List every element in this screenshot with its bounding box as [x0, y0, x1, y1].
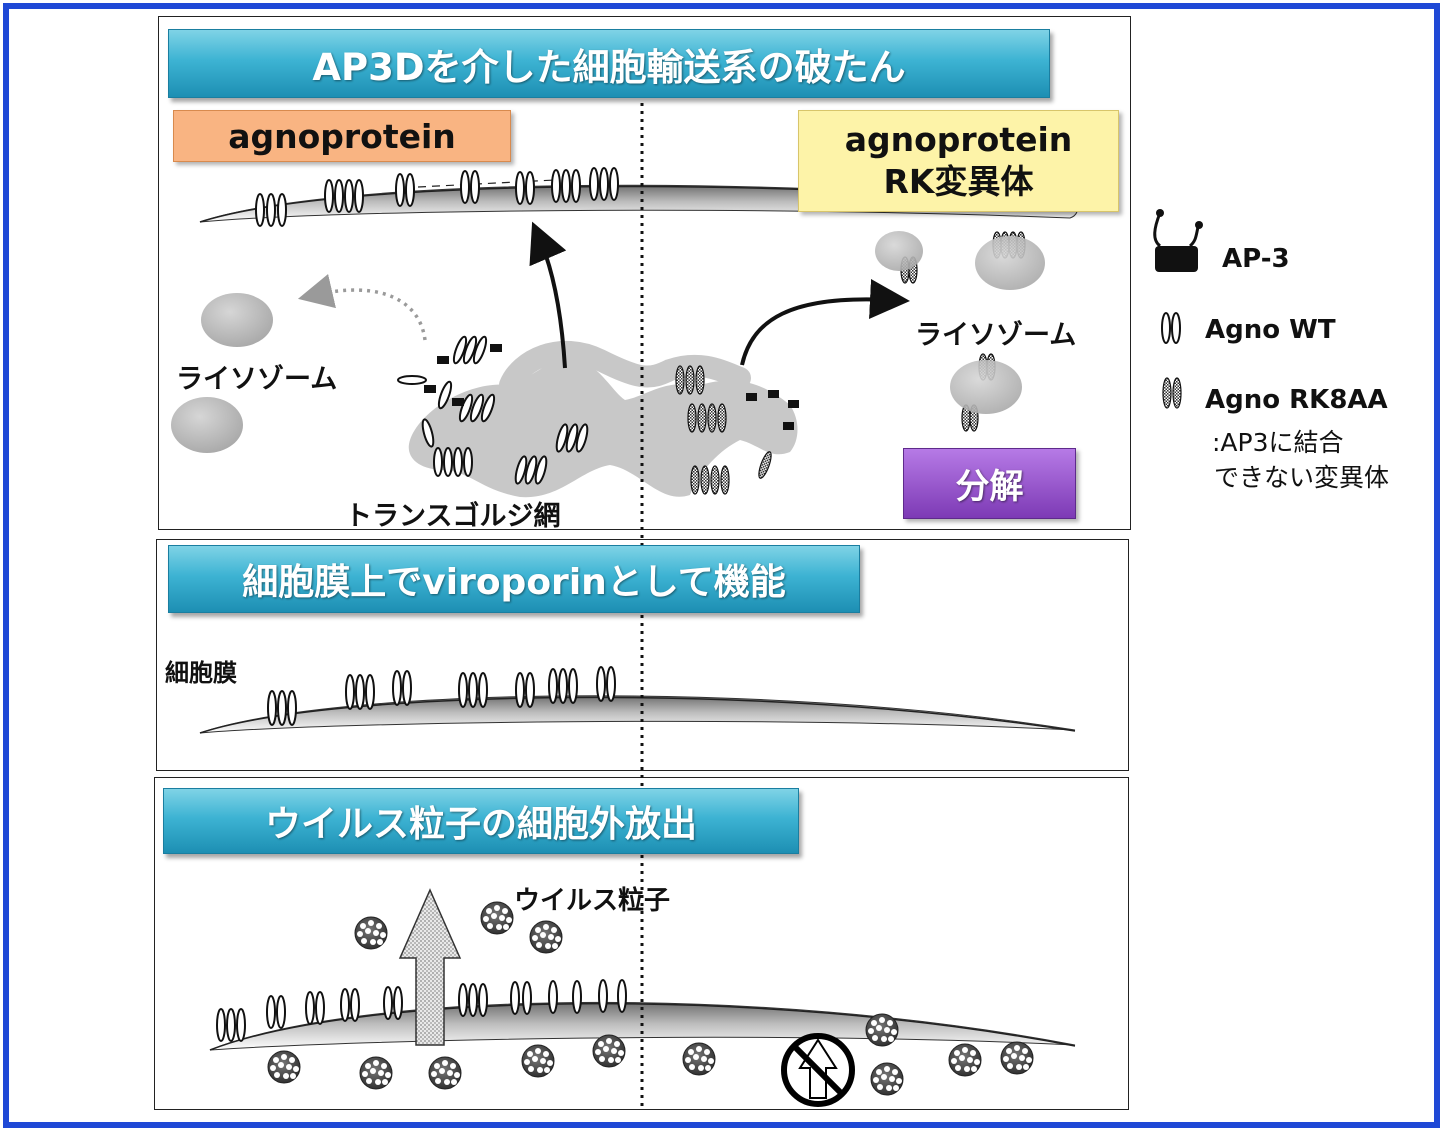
virus-particle-label: ウイルス粒子 [514, 886, 671, 916]
legend-agno-mut-note2: できない変異体 [1214, 463, 1390, 492]
legend-ap3-label: AP-3 [1222, 244, 1290, 274]
legend-agno-mut-label: Agno RK8AA [1205, 385, 1388, 415]
agnoprotein-mutant-line2: RK変異体 [883, 162, 1034, 201]
legend-agno-mut-note1: :AP3に結合 [1212, 428, 1344, 457]
release-title-banner: ウイルス粒子の細胞外放出 [163, 788, 799, 854]
lysosome-left-1 [201, 293, 273, 347]
membrane-label: 細胞膜 [165, 659, 237, 687]
trafficking-title-banner: AP3Dを介した細胞輸送系の破たん [168, 29, 1050, 98]
agnoprotein-mutant-tag: agnoprotein RK変異体 [798, 110, 1119, 212]
tgn-label: トランスゴルジ網 [345, 501, 561, 532]
lysosome-right-1 [875, 231, 923, 271]
no-release-icon [781, 1033, 855, 1107]
viroporin-title-banner: 細胞膜上でviroporinとして機能 [168, 545, 860, 613]
legend-ap3-icon [1153, 209, 1203, 272]
outer-frame [3, 3, 1440, 1128]
agnoprotein-mutant-line1: agnoprotein [844, 120, 1073, 159]
degradation-tag: 分解 [903, 448, 1076, 519]
legend-agno-wt-label: Agno WT [1205, 315, 1336, 345]
lysosome-right-2 [975, 236, 1045, 290]
lysosome-left-2 [171, 397, 243, 453]
legend-agno-wt-icon [1161, 312, 1181, 344]
lysosome-right-label: ライソゾーム [915, 320, 1077, 351]
legend-agno-mut-icon [1162, 377, 1182, 409]
lysosome-left-label: ライソゾーム [176, 364, 338, 395]
lysosome-right-3 [950, 360, 1022, 414]
agnoprotein-wt-tag: agnoprotein [173, 110, 511, 162]
